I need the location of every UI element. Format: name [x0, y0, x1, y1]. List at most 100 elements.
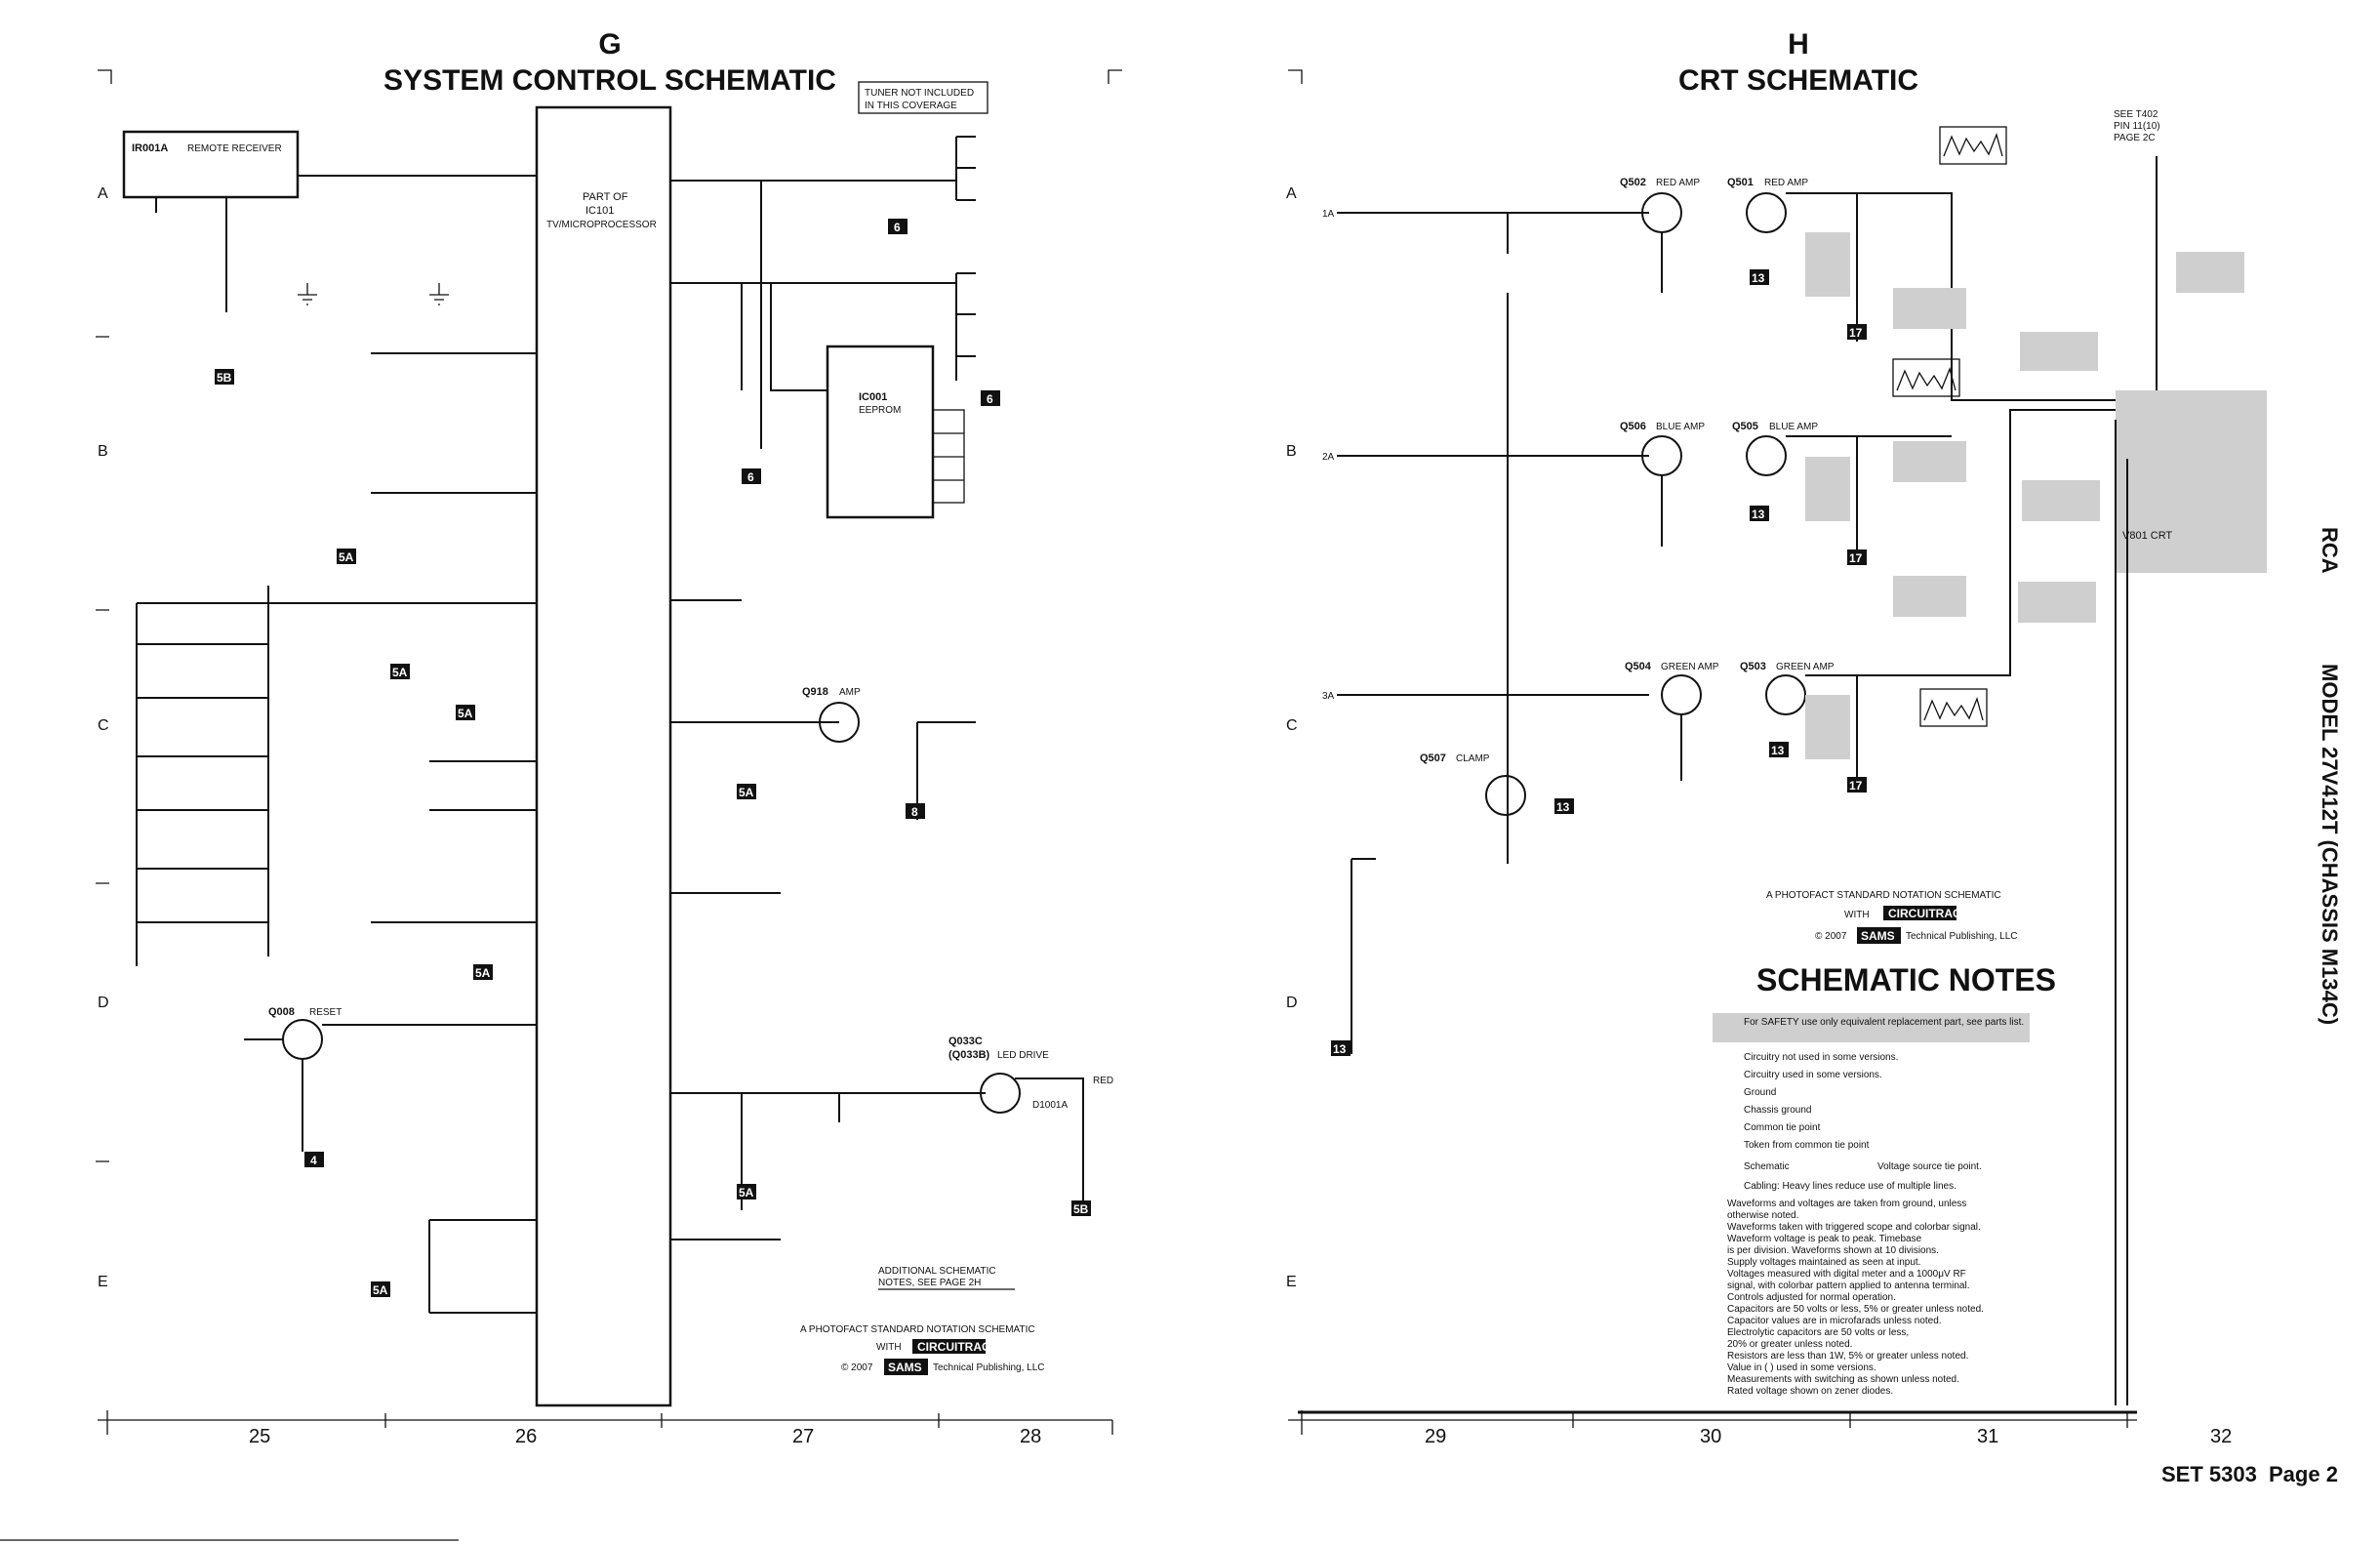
svg-text:5A: 5A — [339, 550, 354, 564]
footer-page: Page 2 — [2269, 1462, 2338, 1486]
row-letter-c-h: C — [1286, 717, 1298, 734]
svg-text:5B: 5B — [217, 371, 232, 385]
grid-num-25: 25 — [249, 1426, 270, 1447]
ic101-name: IC101 — [585, 205, 614, 217]
svg-text:5B: 5B — [1073, 1202, 1089, 1216]
note-safety: For SAFETY use only equivalent replaceme… — [1744, 1017, 2024, 1028]
notes-body-line: Waveforms and voltages are taken from gr… — [1727, 1199, 1966, 1209]
tuner-note-1: TUNER NOT INCLUDED — [865, 88, 974, 99]
svg-text:8: 8 — [911, 805, 918, 819]
grid-num-31: 31 — [1977, 1426, 1998, 1447]
note-schematic: Schematic — [1744, 1161, 1790, 1172]
g-copyright: © 2007 — [841, 1362, 873, 1373]
q918-desc: AMP — [839, 687, 861, 698]
note-ground: Ground — [1744, 1087, 1776, 1098]
notes-body-line: Value in ( ) used in some versions. — [1727, 1362, 1876, 1373]
svg-text:6: 6 — [747, 470, 754, 484]
svg-text:13: 13 — [1752, 508, 1765, 521]
row-letter-d-h: D — [1286, 995, 1298, 1011]
q033c-label: Q033C — [948, 1036, 983, 1047]
q506-label: Q506 — [1620, 421, 1646, 432]
sheet-h-letter: H — [1788, 28, 1809, 61]
svg-text:13: 13 — [1771, 744, 1785, 757]
q505-desc: BLUE AMP — [1769, 422, 1818, 432]
q501-desc: RED AMP — [1764, 178, 1808, 188]
row-letter-d-g: D — [98, 995, 109, 1011]
q502-label: Q502 — [1620, 177, 1646, 188]
q505-label: Q505 — [1732, 421, 1758, 432]
ic001-name: IC001 — [859, 391, 887, 403]
notes-body-line: Waveform voltage is peak to peak. Timeba… — [1727, 1234, 1922, 1244]
q008-desc: RESET — [309, 1007, 342, 1018]
g-publisher: Technical Publishing, LLC — [933, 1362, 1045, 1373]
row-letter-a-g: A — [98, 185, 108, 202]
q918-transistor — [819, 702, 860, 743]
q507-label: Q507 — [1420, 752, 1446, 764]
sheet-g-title: SYSTEM CONTROL SCHEMATIC — [383, 64, 836, 97]
q008-label: Q008 — [268, 1006, 295, 1018]
see-t402-3: PAGE 2C — [2114, 133, 2156, 143]
grid-num-28: 28 — [1020, 1426, 1041, 1447]
ir-receiver-name: IR001A — [132, 142, 168, 154]
led-color: RED — [1093, 1076, 1113, 1086]
svg-text:17: 17 — [1849, 551, 1863, 565]
q918-label: Q918 — [802, 686, 828, 698]
q506-desc: BLUE AMP — [1656, 422, 1705, 432]
h-publisher: Technical Publishing, LLC — [1906, 931, 2018, 942]
h-photofact-with: WITH — [1844, 910, 1870, 920]
grid-num-30: 30 — [1700, 1426, 1721, 1447]
side-model: MODEL 27V412T (CHASSIS M134C) — [2318, 664, 2342, 1025]
ir-receiver-block — [122, 130, 300, 199]
notes-body-line: signal, with colorbar pattern applied to… — [1727, 1281, 1969, 1291]
svg-text:6: 6 — [894, 221, 901, 234]
h-circuittrace-logo: CIRCUITRACE — [1888, 907, 1969, 920]
q033-desc: LED DRIVE — [997, 1050, 1049, 1061]
q503-transistor — [1765, 674, 1806, 715]
ic101-desc: TV/MICROPROCESSOR — [546, 220, 657, 230]
grid-num-32: 32 — [2210, 1426, 2232, 1447]
notes-body-line: Capacitor values are in microfarads unle… — [1727, 1316, 1942, 1326]
h-sams-logo: SAMS — [1861, 929, 1895, 943]
q507-desc: CLAMP — [1456, 753, 1490, 764]
notes-body-line: Waveforms taken with triggered scope and… — [1727, 1222, 1981, 1233]
svg-text:17: 17 — [1849, 779, 1863, 793]
notes-body-line: 20% or greater unless noted. — [1727, 1339, 1852, 1350]
q503-label: Q503 — [1740, 661, 1766, 672]
notes-body-line: Capacitors are 50 volts or less, 5% or g… — [1727, 1304, 1984, 1315]
q504-desc: GREEN AMP — [1661, 662, 1719, 672]
note-common-tie: Common tie point — [1744, 1122, 1821, 1133]
notes-title: SCHEMATIC NOTES — [1756, 962, 2056, 997]
row-letter-c-g: C — [98, 717, 109, 734]
svg-text:13: 13 — [1752, 271, 1765, 285]
g-sams-logo: SAMS — [888, 1361, 922, 1374]
svg-text:13: 13 — [1333, 1042, 1347, 1056]
row-letter-b-g: B — [98, 443, 108, 460]
v801-crt-block — [2116, 390, 2267, 573]
svg-text:5A: 5A — [392, 666, 408, 679]
svg-text:5A: 5A — [373, 1283, 388, 1297]
svg-text:1A: 1A — [1322, 209, 1335, 220]
ic101-block — [535, 105, 672, 1407]
ic001-desc: EEPROM — [859, 405, 901, 416]
grid-num-29: 29 — [1425, 1426, 1446, 1447]
note-cabling: Cabling: Heavy lines reduce use of multi… — [1744, 1181, 1956, 1192]
note-schematic-tail: Voltage source tie point. — [1877, 1161, 1982, 1172]
footer-set: SET 5303 — [2161, 1462, 2257, 1486]
row-letter-b-h: B — [1286, 443, 1297, 460]
ir-receiver-desc: REMOTE RECEIVER — [187, 143, 282, 154]
svg-text:17: 17 — [1849, 326, 1863, 340]
notes-body-line: Rated voltage shown on zener diodes. — [1727, 1386, 1893, 1397]
note-chassis-ground: Chassis ground — [1744, 1105, 1811, 1116]
note-not-used: Circuitry not used in some versions. — [1744, 1052, 1898, 1063]
side-brand: RCA — [2318, 527, 2342, 574]
crt-label: V801 CRT — [2122, 530, 2172, 542]
notes-body-line: Voltages measured with digital meter and… — [1727, 1269, 1966, 1280]
notes-body-line: is per division. Waveforms shown at 10 d… — [1727, 1245, 1939, 1256]
svg-text:4: 4 — [310, 1154, 317, 1167]
g-additional-1: ADDITIONAL SCHEMATIC — [878, 1266, 996, 1277]
sheet-g-letter: G — [598, 28, 621, 61]
notes-body-line: Supply voltages maintained as seen at in… — [1727, 1257, 1920, 1268]
svg-text:5A: 5A — [739, 786, 754, 799]
